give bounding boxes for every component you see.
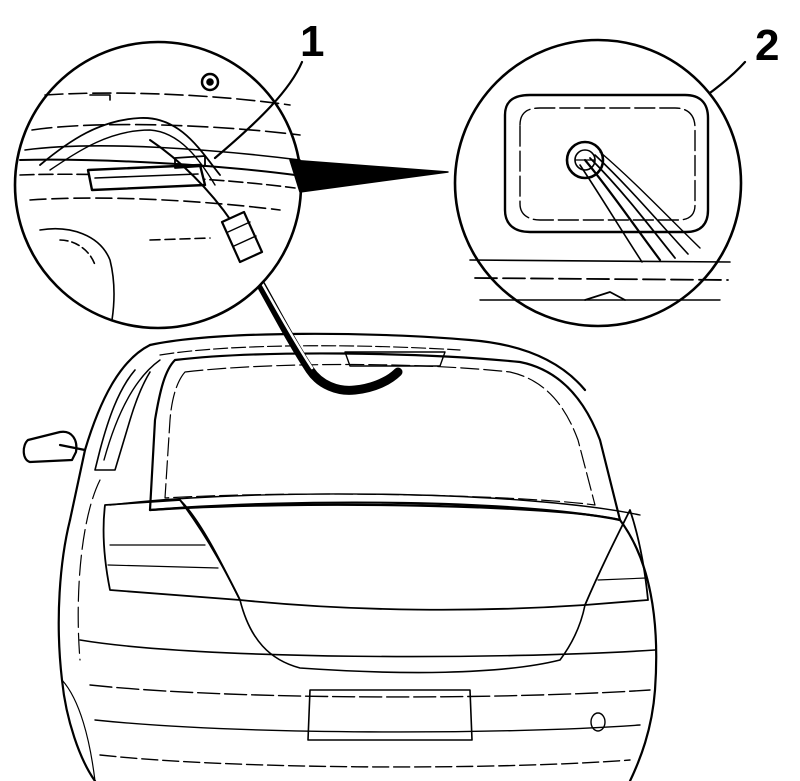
detail-left-contents (19, 72, 301, 321)
callout-number-2: 2 (755, 21, 780, 70)
bolt-icon (200, 72, 220, 92)
detail-circle-right (453, 38, 743, 328)
wiring-loom (243, 257, 403, 395)
callout-number-1: 1 (300, 17, 325, 66)
car-body (22, 332, 658, 781)
detail-right-contents (469, 93, 731, 301)
detail-pointer (289, 159, 449, 193)
